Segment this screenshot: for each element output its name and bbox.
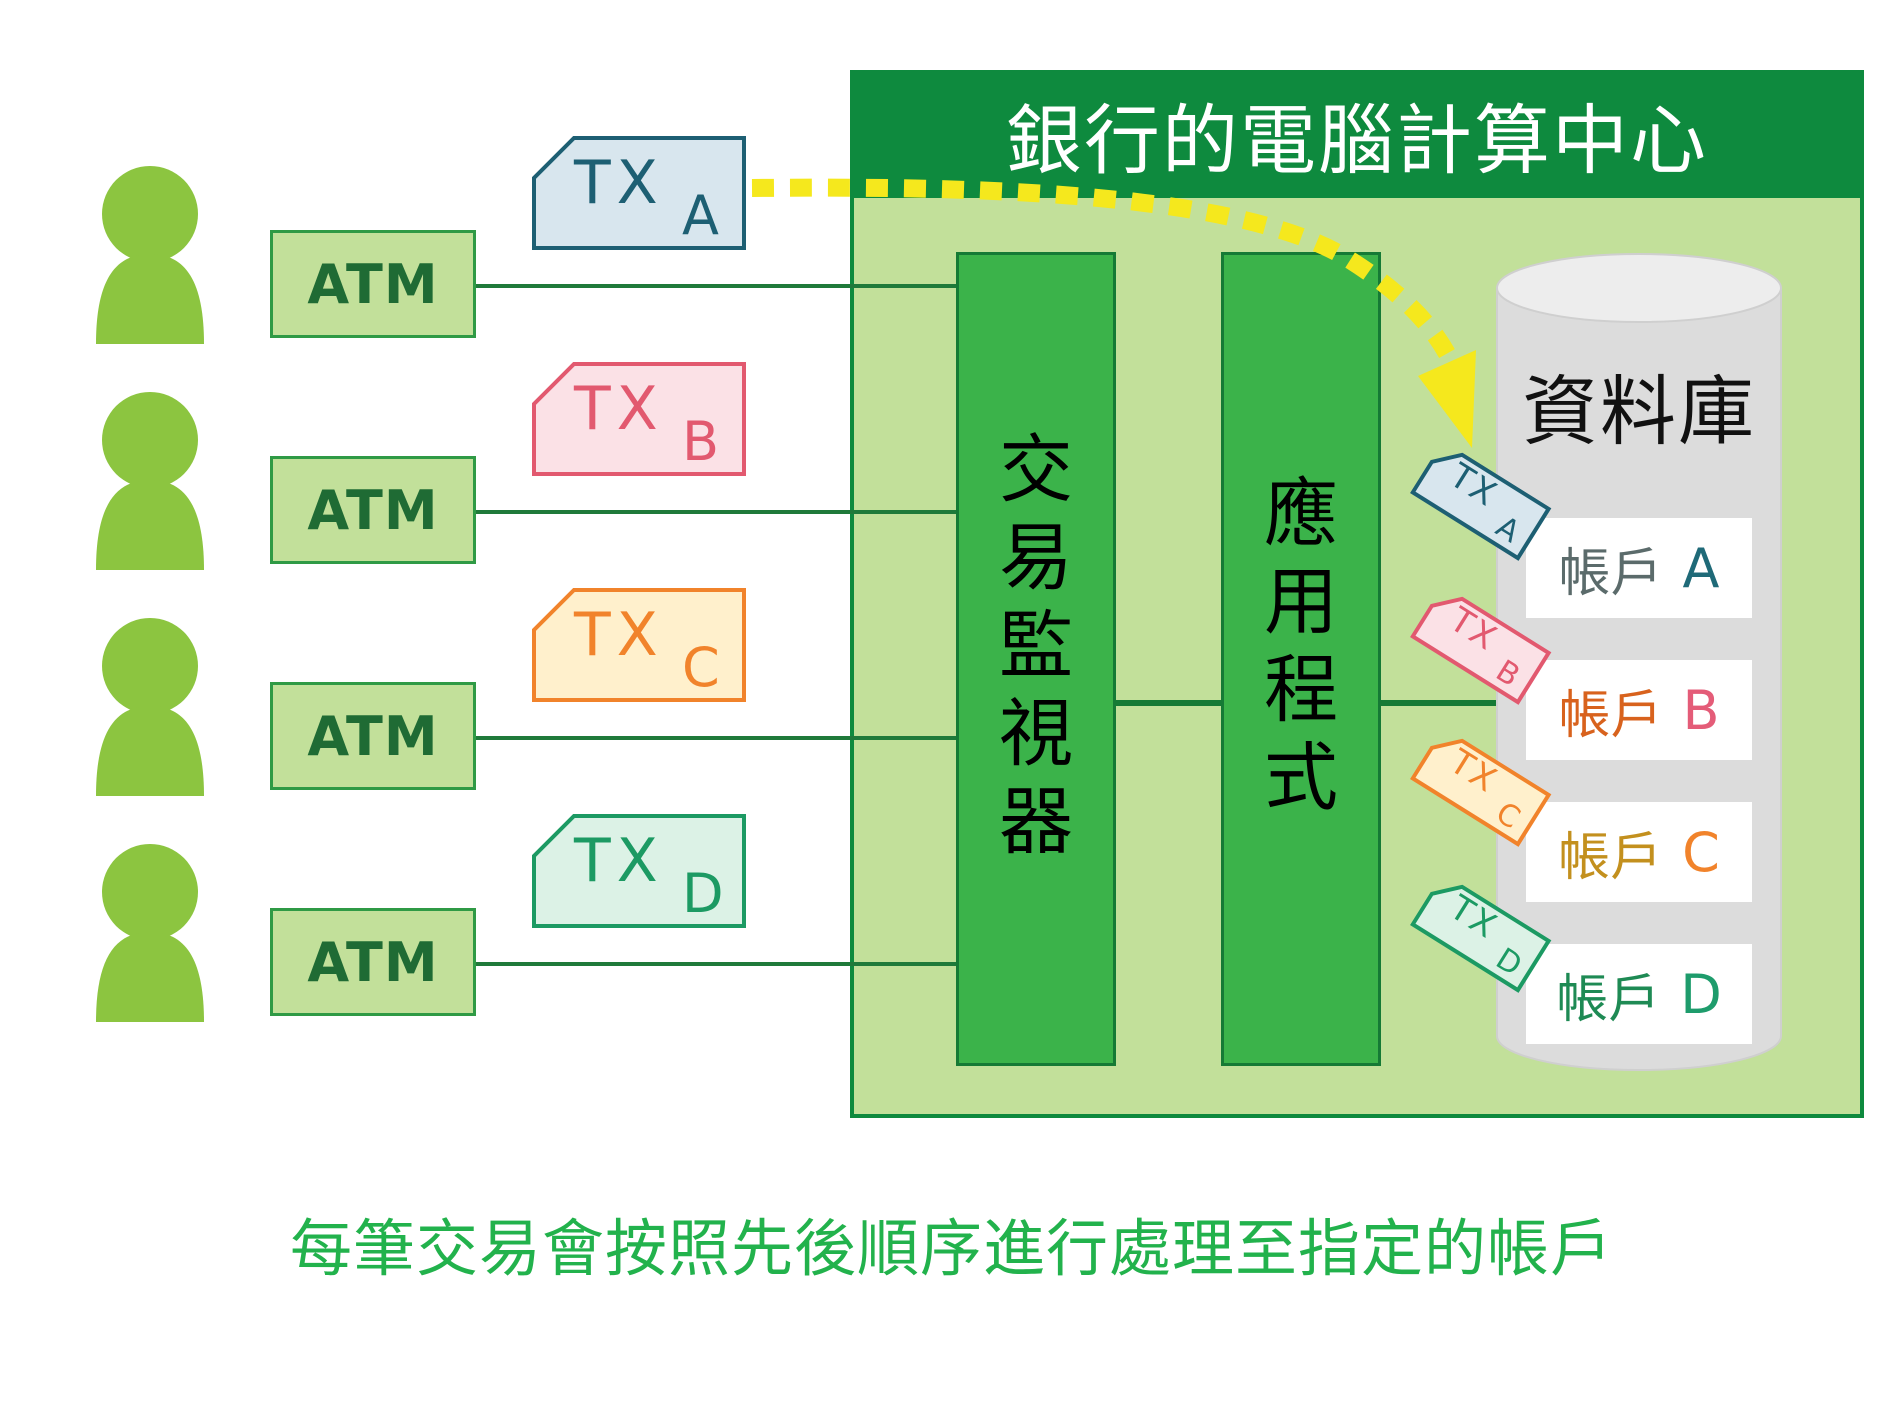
small-tx-tag-b: TX B: [1409, 584, 1553, 707]
account-name: 帳戶: [1558, 827, 1663, 888]
transaction-tag-d: TX D: [532, 814, 750, 929]
account-row-c: 帳戶 C: [1526, 802, 1752, 902]
tx-label: TX: [574, 826, 664, 896]
caption-text: 每筆交易會按照先後順序進行處理至指定的帳戶: [289, 1212, 1613, 1285]
account-letter: C: [1682, 820, 1720, 884]
user-icon: [94, 614, 206, 796]
user-icon: [94, 840, 206, 1022]
tx-label: TX: [574, 148, 664, 218]
atm-box: ATM: [270, 908, 476, 1016]
application-column: [1221, 252, 1381, 1066]
application-label: 應 用 程 式: [1264, 471, 1338, 821]
user-icon: [94, 388, 206, 570]
transaction-tag-a: TX A: [532, 136, 750, 251]
account-letter: B: [1682, 678, 1720, 742]
tx-letter: B: [682, 410, 720, 473]
tx-label: TX: [574, 374, 664, 444]
account-name: 帳戶: [1556, 969, 1661, 1030]
connection-line: [1116, 700, 1221, 706]
transaction-monitor-label: 交 易 監 視 器: [999, 427, 1073, 865]
connection-line: [476, 510, 956, 514]
tx-letter: A: [682, 184, 719, 247]
account-row-b: 帳戶 B: [1526, 660, 1752, 760]
atm-box: ATM: [270, 682, 476, 790]
transaction-tag-b: TX B: [532, 362, 750, 477]
account-letter: A: [1682, 536, 1720, 600]
account-row-a: 帳戶 A: [1526, 518, 1752, 618]
connection-line: [476, 284, 956, 288]
transaction-tag-c: TX C: [532, 588, 750, 703]
account-row-d: 帳戶 D: [1526, 944, 1752, 1044]
tx-label: TX: [574, 600, 664, 670]
tx-letter: D: [682, 862, 724, 925]
small-tx-tag-d: TX D: [1409, 872, 1553, 995]
database-title: 資料庫: [1522, 367, 1756, 456]
account-letter: D: [1680, 962, 1722, 1026]
atm-box: ATM: [270, 230, 476, 338]
connection-line: [476, 736, 956, 740]
atm-box: ATM: [270, 456, 476, 564]
data-center-title: 銀行的電腦計算中心: [850, 70, 1864, 198]
transaction-monitor-column: [956, 252, 1116, 1066]
user-icon: [94, 162, 206, 344]
small-tx-tag-c: TX C: [1409, 726, 1553, 849]
connection-line: [476, 962, 956, 966]
connection-line: [1381, 700, 1501, 706]
account-name: 帳戶: [1558, 543, 1663, 604]
small-tx-tag-a: TX A: [1409, 440, 1553, 563]
account-name: 帳戶: [1558, 685, 1663, 746]
tx-letter: C: [682, 636, 720, 699]
